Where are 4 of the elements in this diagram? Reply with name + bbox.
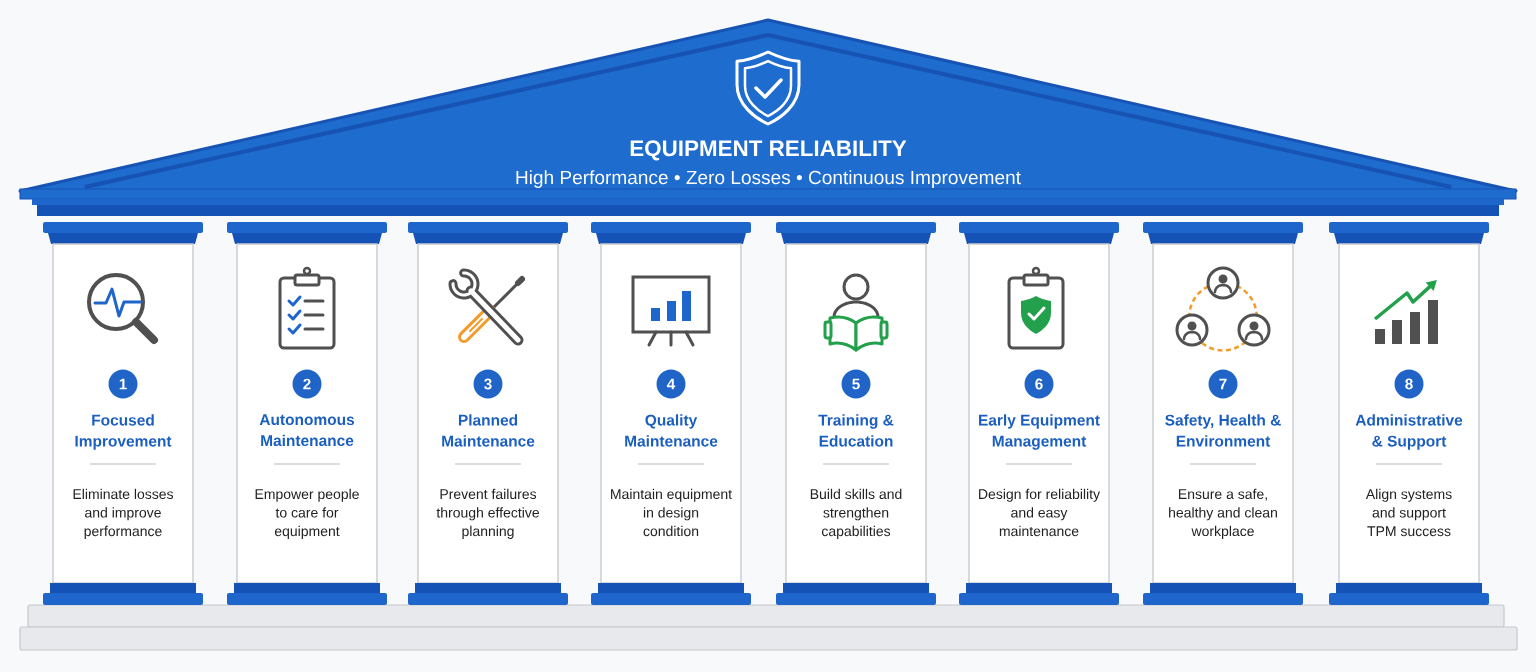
roof-title: EQUIPMENT RELIABILITY <box>630 140 907 161</box>
base-step <box>27 604 1505 628</box>
base-step <box>19 626 1518 651</box>
roof-subtitle: High Performance • Zero Losses • Continuous Improvement <box>516 170 1021 188</box>
